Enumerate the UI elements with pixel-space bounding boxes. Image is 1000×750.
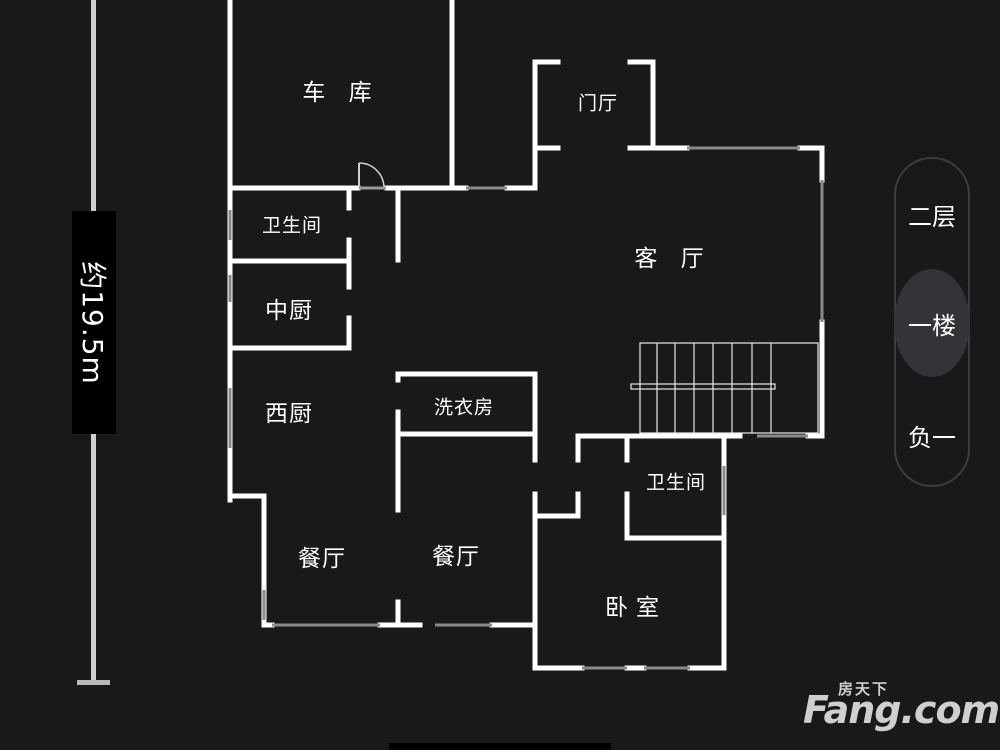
room-bathroom-2: 卫生间 [645,471,707,494]
floor-tab-first[interactable]: 一楼 [894,269,970,377]
dimension-ruler-bottom [91,433,96,682]
room-bedroom: 卧室 [605,595,667,621]
room-garage: 车 库 [302,80,380,106]
bottom-overlay [389,743,611,750]
logo-en-text: Fang.com [803,688,1000,732]
room-laundry: 洗衣房 [433,396,495,419]
room-dining-1: 餐厅 [298,546,346,572]
room-bathroom-1: 卫生间 [261,214,323,237]
room-entry-hall: 门厅 [577,92,619,115]
dimension-ruler-top [91,0,96,212]
dimension-badge: 约19.5m [72,211,116,434]
room-chinese-kitchen: 中厨 [265,298,313,324]
room-living-room: 客 厅 [634,246,712,272]
room-dining-2: 餐厅 [432,544,480,570]
room-western-kitchen: 西厨 [265,401,313,427]
fang-logo: 房天下 Fang.com [803,680,1000,732]
walls [227,0,825,671]
floor-tab-second[interactable]: 二层 [908,203,956,231]
door-swing-icon [358,162,386,190]
staircase [630,342,819,434]
windows [228,146,824,670]
dimension-label: 约19.5m [76,260,109,385]
logo-cn-text: 房天下 [838,680,890,698]
dimension-ruler-end [77,680,110,685]
floor-tab-basement[interactable]: 负一 [908,424,956,452]
floor-switcher: 二层 一楼 负一 [894,157,970,487]
